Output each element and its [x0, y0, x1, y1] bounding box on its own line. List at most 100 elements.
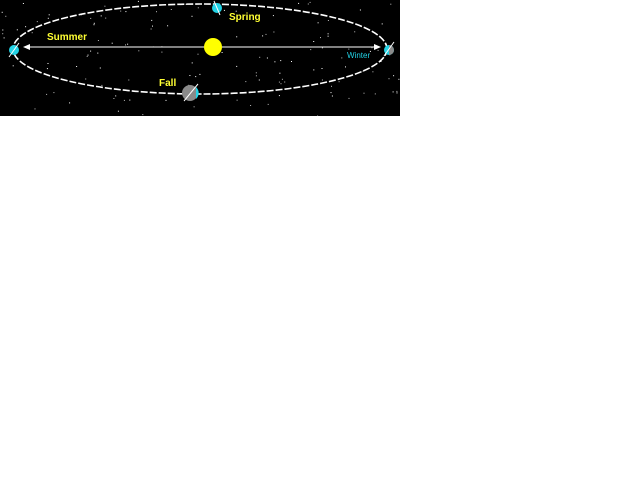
star	[86, 55, 88, 57]
star	[97, 40, 99, 41]
star	[255, 72, 257, 74]
star	[167, 25, 169, 27]
star	[185, 3, 187, 5]
star	[281, 78, 283, 80]
axis-line	[23, 44, 381, 50]
star	[123, 99, 125, 101]
star	[321, 79, 323, 81]
star	[2, 29, 4, 31]
star	[348, 97, 350, 99]
star	[267, 103, 269, 105]
star	[100, 15, 102, 17]
star	[259, 56, 261, 58]
star	[76, 66, 78, 67]
earth-fall	[182, 83, 199, 102]
star	[363, 92, 365, 94]
star	[150, 28, 152, 30]
star	[90, 17, 92, 19]
star	[381, 23, 383, 25]
star	[388, 78, 390, 80]
star	[348, 48, 350, 50]
star	[36, 21, 38, 23]
star	[284, 81, 286, 83]
star	[317, 22, 319, 24]
star	[377, 49, 379, 51]
star	[313, 41, 315, 42]
star	[250, 105, 252, 106]
star	[331, 95, 333, 97]
star	[117, 110, 119, 112]
star	[262, 35, 264, 37]
star	[127, 43, 129, 45]
star	[97, 52, 99, 54]
star	[129, 99, 131, 101]
star	[128, 79, 130, 81]
star	[197, 53, 199, 55]
star	[327, 20, 329, 21]
star	[99, 67, 101, 69]
star	[393, 75, 395, 77]
star	[274, 61, 276, 63]
star	[2, 33, 4, 35]
star	[197, 7, 199, 9]
star	[31, 32, 33, 34]
star	[279, 72, 281, 74]
star	[34, 108, 36, 110]
star	[161, 51, 163, 53]
star	[138, 50, 140, 52]
star	[313, 69, 315, 71]
star	[266, 57, 268, 59]
star	[321, 47, 323, 49]
star	[151, 19, 153, 21]
star	[125, 11, 127, 13]
star	[236, 99, 238, 101]
star	[327, 33, 329, 35]
star	[159, 81, 161, 83]
star	[101, 84, 103, 86]
star	[48, 14, 50, 16]
star	[396, 90, 398, 92]
star	[191, 15, 193, 17]
star	[392, 91, 394, 93]
star	[1, 11, 3, 13]
starfield	[1, 0, 400, 116]
star	[390, 3, 392, 5]
star	[235, 10, 237, 12]
star	[3, 37, 5, 39]
star	[278, 81, 280, 83]
star	[255, 75, 257, 77]
star	[223, 9, 225, 11]
star	[189, 75, 191, 76]
label-fall: Fall	[159, 78, 176, 89]
star	[278, 95, 280, 97]
star	[125, 44, 126, 46]
star	[221, 52, 223, 53]
star	[359, 9, 361, 11]
earth-winter	[383, 41, 395, 57]
star	[273, 31, 275, 33]
star	[5, 15, 7, 17]
star	[193, 106, 195, 108]
label-summer: Summer	[47, 32, 87, 43]
orbit-diagram: Spring Summer Fall Winter	[0, 0, 400, 116]
star	[152, 25, 153, 27]
star	[16, 29, 18, 31]
star	[310, 49, 312, 51]
star	[338, 81, 340, 83]
star	[398, 78, 400, 80]
star	[137, 0, 139, 2]
star	[120, 10, 122, 12]
star	[22, 3, 24, 4]
star	[111, 42, 113, 44]
star	[372, 71, 374, 73]
star	[327, 35, 329, 37]
star	[369, 50, 371, 52]
star	[115, 95, 117, 97]
star	[90, 50, 92, 52]
label-winter: Winter	[347, 51, 370, 60]
star	[374, 93, 376, 95]
star	[245, 81, 247, 83]
star	[280, 83, 282, 85]
star	[104, 5, 106, 7]
star	[69, 102, 71, 104]
